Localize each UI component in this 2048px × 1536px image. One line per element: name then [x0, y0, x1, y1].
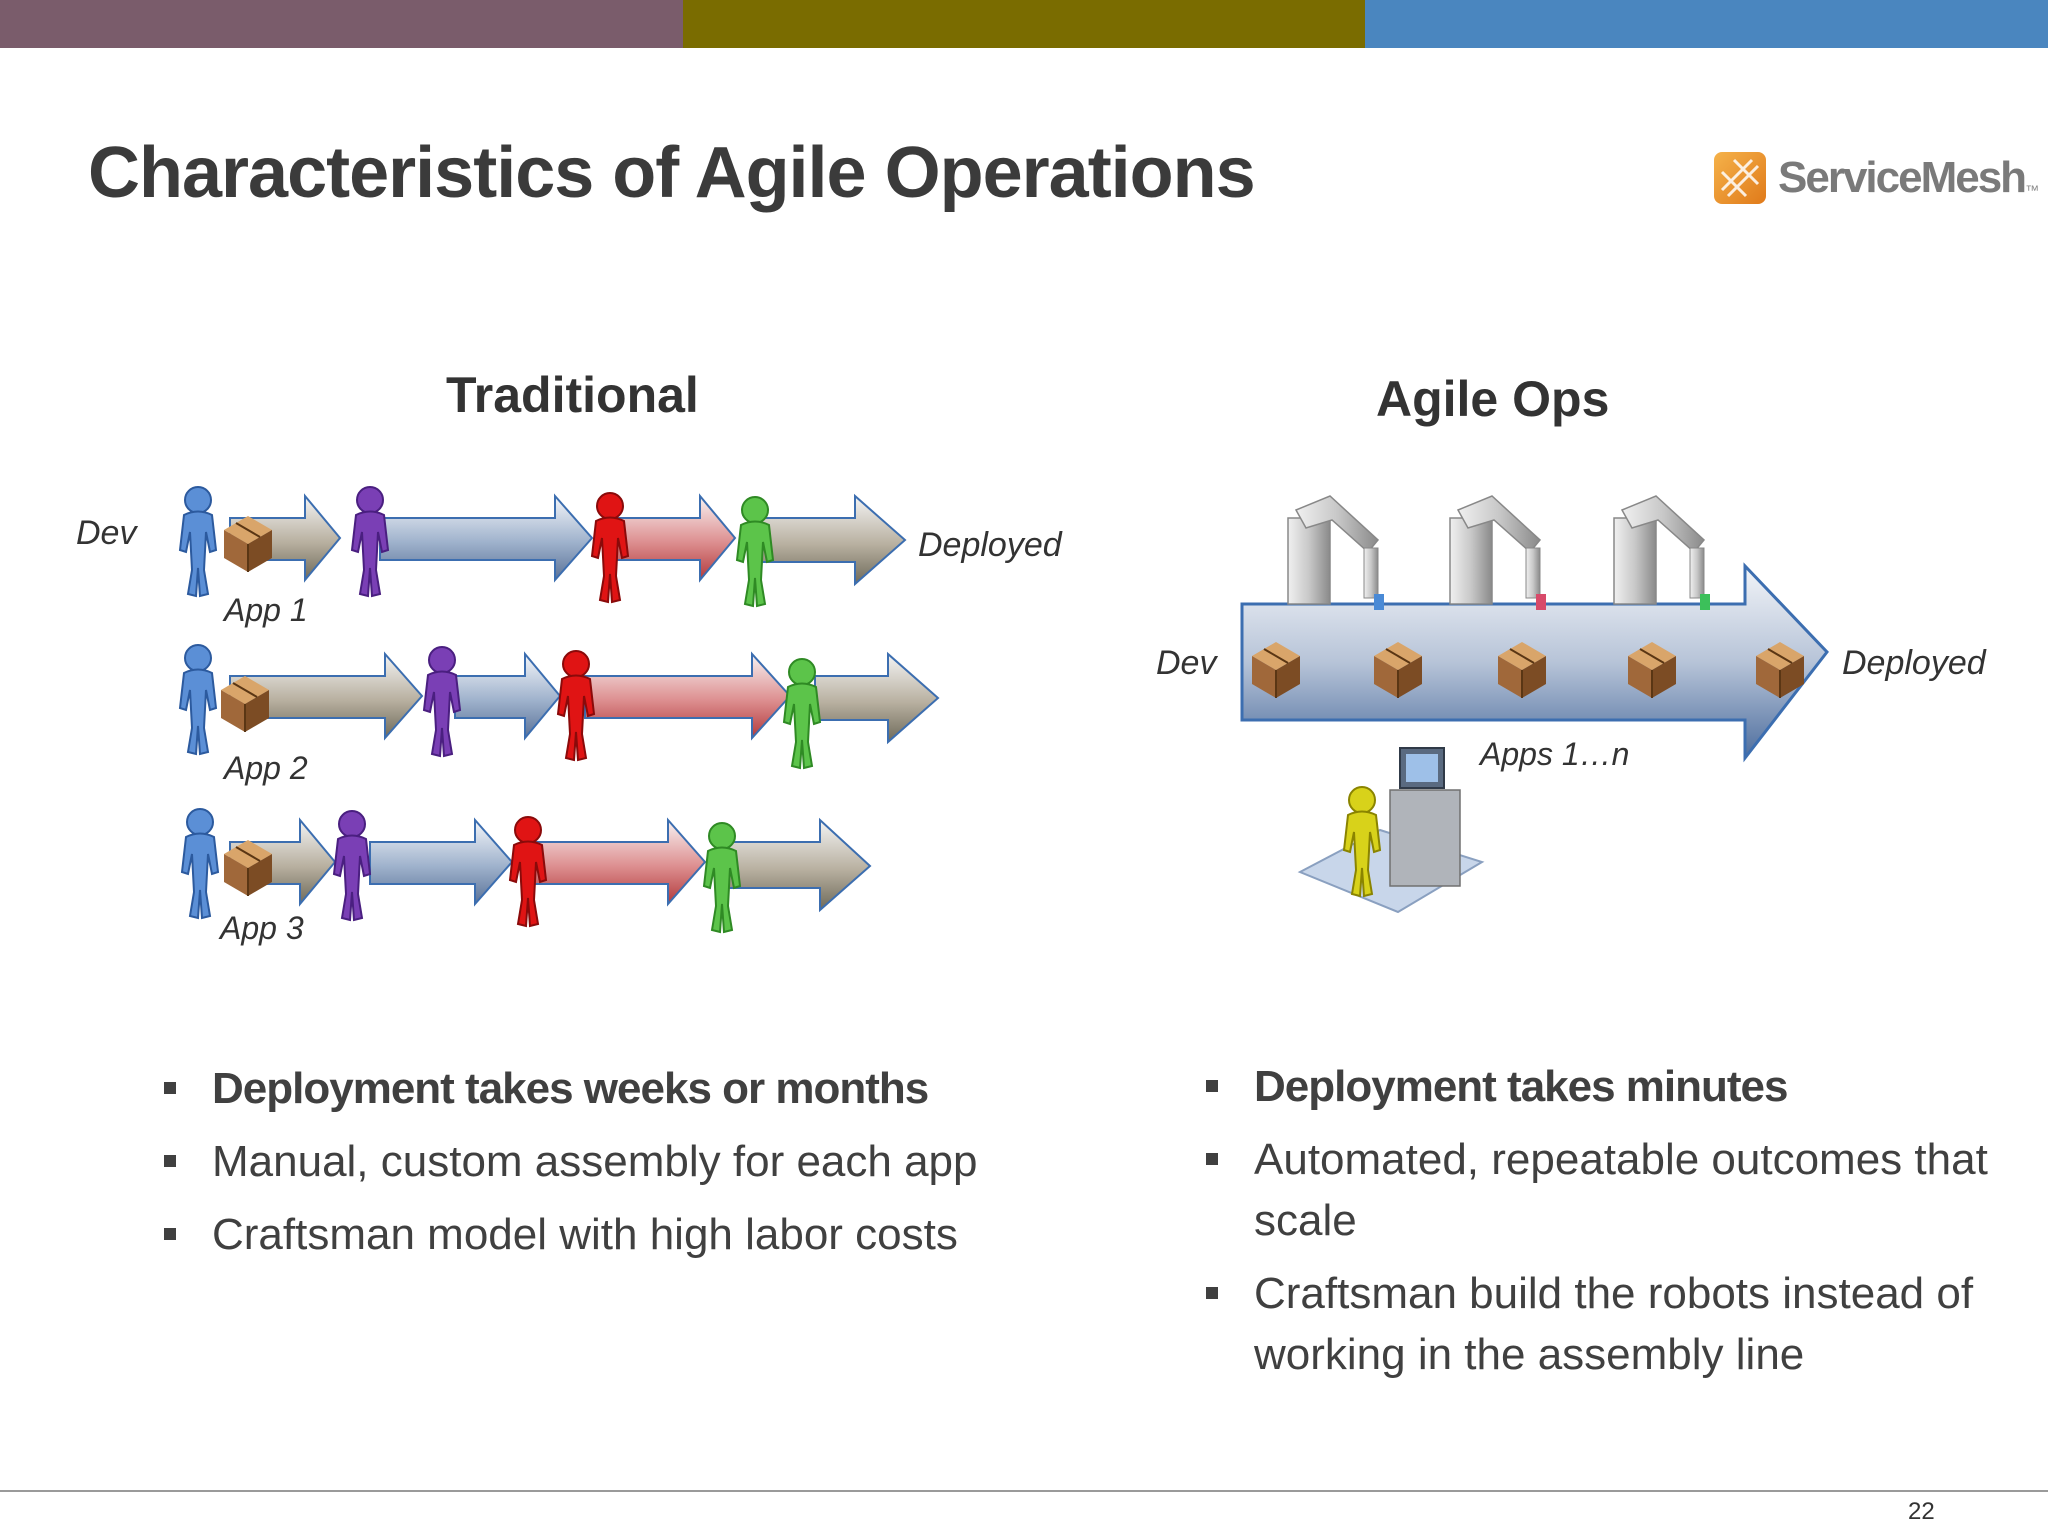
- top-color-bar: [0, 0, 2048, 48]
- servicemesh-logo-icon: [1714, 152, 1766, 204]
- app2-label: App 2: [224, 750, 308, 786]
- bullet-square-icon: [164, 1082, 176, 1094]
- agile-deployed-label: Deployed: [1842, 644, 1986, 682]
- robot-arm: [1449, 495, 1546, 610]
- top-bar-segment-blue: [1365, 0, 2048, 48]
- app1-label: App 1: [224, 592, 308, 628]
- bullet-text: Manual, custom assembly for each app: [212, 1137, 978, 1186]
- top-bar-segment-olive: [682, 0, 1366, 48]
- bullet-text: Craftsman model with high labor costs: [212, 1210, 958, 1259]
- process-diagram: [179, 486, 1829, 933]
- operator-at-console: [1297, 747, 1485, 914]
- page-number: 22: [1908, 1498, 1935, 1525]
- slide-title: Characteristics of Agile Operations: [88, 133, 1256, 213]
- bullet-square-icon: [1206, 1153, 1218, 1165]
- app3-label: App 3: [220, 910, 304, 946]
- app3-pipeline: [181, 808, 872, 933]
- bullet-text: Deployment takes weeks or months: [212, 1064, 929, 1113]
- agile-ops-heading: Agile Ops: [1376, 371, 1610, 427]
- bullet-square-icon: [164, 1228, 176, 1240]
- app1-pipeline: [179, 486, 907, 607]
- footer-divider: [0, 1490, 2048, 1492]
- traditional-bullets: Deployment takes weeks or months Manual,…: [164, 1058, 1064, 1277]
- agile-dev-label: Dev: [1156, 644, 1217, 682]
- robot-arm: [1613, 495, 1710, 610]
- agile-assembly-line: [1240, 495, 1829, 763]
- traditional-dev-label: Dev: [76, 514, 137, 552]
- logo-trademark: ™: [2025, 182, 2040, 198]
- bullet-text: Deployment takes minutes: [1254, 1062, 1788, 1111]
- bullet-item: Manual, custom assembly for each app: [164, 1131, 1064, 1192]
- bullet-square-icon: [1206, 1287, 1218, 1299]
- bullet-item: Deployment takes minutes: [1206, 1056, 2006, 1117]
- bullet-square-icon: [164, 1155, 176, 1167]
- logo-text: ServiceMesh: [1778, 153, 2027, 202]
- bullet-item: Craftsman model with high labor costs: [164, 1204, 1064, 1265]
- bullet-item: Deployment takes weeks or months: [164, 1058, 1064, 1119]
- servicemesh-logo: ServiceMesh ™: [1712, 150, 2039, 206]
- top-bar-segment-mauve: [0, 0, 683, 48]
- traditional-heading: Traditional: [446, 367, 699, 423]
- robot-arm: [1287, 495, 1384, 610]
- traditional-deployed-label: Deployed: [918, 526, 1062, 564]
- bullet-item: Automated, repeatable outcomes that scal…: [1206, 1129, 2006, 1251]
- bullet-square-icon: [1206, 1080, 1218, 1092]
- bullet-item: Craftsman build the robots instead of wo…: [1206, 1263, 2006, 1385]
- bullet-text: Craftsman build the robots instead of wo…: [1254, 1269, 1974, 1379]
- app2-pipeline: [179, 644, 940, 769]
- apps-1-n-label: Apps 1…n: [1480, 736, 1630, 772]
- agile-bullets: Deployment takes minutes Automated, repe…: [1206, 1056, 2006, 1397]
- bullet-text: Automated, repeatable outcomes that scal…: [1254, 1135, 1988, 1245]
